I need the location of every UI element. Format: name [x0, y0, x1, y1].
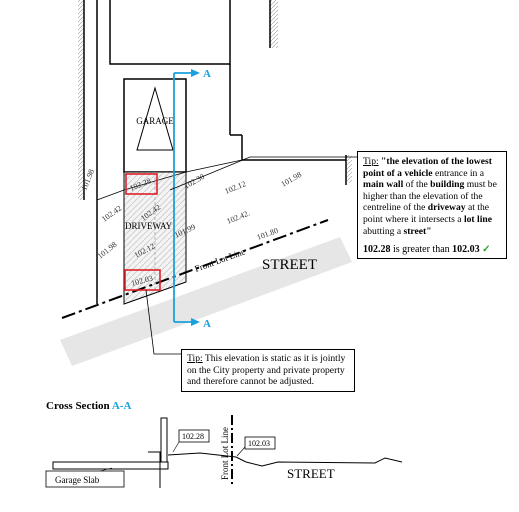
ground-profile [167, 452, 403, 467]
elev-102-12-right: 102.12 [223, 179, 247, 196]
garage-slab-edge [148, 451, 161, 488]
tip2-label: Tip: [187, 353, 203, 364]
garage-slab-leader [99, 467, 113, 472]
driveway-label: DRIVEWAY [125, 221, 173, 231]
street-band [60, 237, 352, 366]
street-label: STREET [262, 257, 317, 273]
tip-box-elevation-rule: Tip: "the elevation of the lowest point … [357, 151, 507, 259]
garage-slab [52, 461, 169, 470]
elev-102-42-right: 102.42. [225, 209, 251, 226]
tip2-text: This elevation is static as it is jointl… [187, 353, 346, 388]
check-icon: ✓ [482, 244, 491, 256]
elev-102-42-left: 102.42 [100, 204, 123, 224]
section-marker-bottom: A [203, 318, 211, 330]
garage-label: GARAGE [136, 116, 174, 126]
tip1-leader [169, 156, 357, 191]
cross-section-diagram: Front Lot Line 102.28 102.03 Garage Slab… [45, 415, 403, 488]
neighbour-building-right [269, 0, 352, 183]
garage-wall [160, 417, 168, 469]
house-outline [109, 0, 231, 65]
highlight-lot-line-point [124, 269, 161, 291]
xs-elev-low: 102.03 [248, 439, 270, 448]
house-front-wall [241, 135, 346, 161]
xs-elev-low-box [244, 436, 276, 450]
garage-slab-label: Garage Slab [55, 475, 100, 485]
grade-line [96, 159, 243, 201]
xs-elev-low-leader [236, 446, 246, 457]
neighbour-building-left [78, 0, 85, 200]
elev-101-98-low: 101.98 [96, 240, 119, 261]
elev-101-98-right: 101.98 [280, 170, 304, 189]
xs-elev-high-box [178, 429, 210, 443]
tip1-label: Tip: [363, 156, 379, 167]
front-lot-line [61, 219, 329, 319]
xs-elev-high: 102.28 [182, 432, 204, 441]
tip1-text: Tip: "the elevation of the lowest point … [363, 156, 497, 237]
garage-outline [123, 78, 187, 173]
xs-front-lot-line-label: Front Lot Line [220, 427, 230, 480]
tip1-comparison: 102.28 is greater than 102.03 ✓ [363, 244, 491, 256]
cross-section-title: Cross Section A-A [46, 400, 132, 412]
garage-triangle [136, 86, 174, 151]
tip-box-static-elevation: Tip: This elevation is static as it is j… [181, 349, 355, 392]
highlight-garage-entrance [125, 173, 158, 195]
xs-elev-high-leader [172, 441, 180, 453]
xs-street-label: STREET [287, 466, 335, 481]
section-marker-top: A [203, 68, 211, 80]
garage-slab-label-box [45, 470, 125, 488]
front-lot-line-label: Front Lot Line [193, 246, 246, 274]
tip2-leader [145, 289, 181, 355]
section-line-a-a [173, 69, 200, 326]
